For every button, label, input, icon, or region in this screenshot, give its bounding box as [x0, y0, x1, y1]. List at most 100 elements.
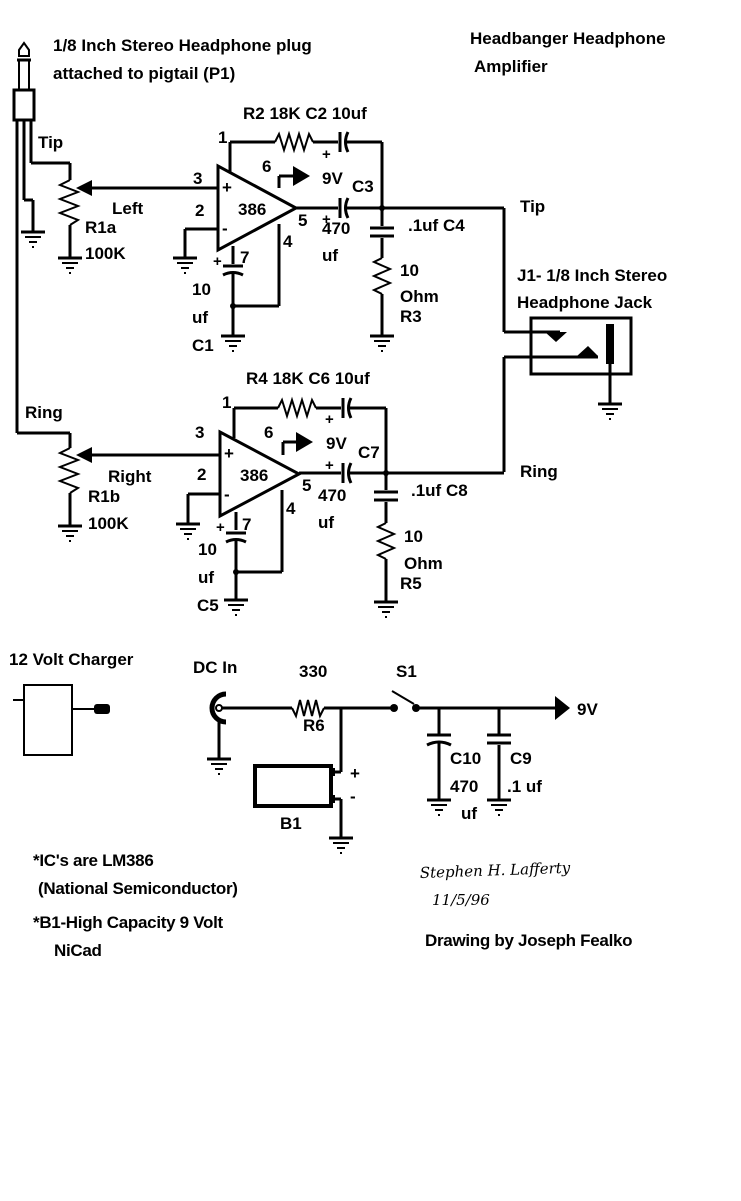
c4-label: .1uf C4	[408, 216, 465, 235]
tip-output-label: Tip	[520, 197, 545, 216]
c1-name: C1	[192, 336, 214, 355]
component-notes: *IC's are LM386 (National Semiconductor)…	[33, 851, 238, 960]
supply-left-label: 9V	[322, 169, 343, 188]
r5-unit: Ohm	[404, 554, 443, 573]
supply-out-label: 9V	[577, 700, 598, 719]
c5-unit: uf	[198, 568, 214, 587]
capacitor-c6-icon	[347, 397, 353, 419]
r6-value: 330	[299, 662, 327, 681]
note2-line1: *B1-High Capacity 9 Volt	[33, 913, 224, 932]
note1-line2: (National Semiconductor)	[38, 879, 238, 898]
battery-name: B1	[280, 814, 302, 833]
pin7-label: 7	[240, 248, 249, 267]
jack-sleeve-contact-icon	[606, 324, 614, 364]
ic-right-minus: -	[224, 485, 230, 504]
pin2-label: 2	[195, 201, 204, 220]
charger-label: 12 Volt Charger	[9, 650, 134, 669]
ring-wire-label: Ring	[25, 403, 63, 422]
battery-minus: -	[350, 787, 356, 806]
resistor-r3-icon	[371, 257, 393, 295]
c9-name: C9	[510, 749, 532, 768]
jack-label-line2: Headphone Jack	[517, 293, 653, 312]
signature-name: Stephen H. Lafferty	[420, 859, 572, 882]
r-pin6-label: 6	[264, 423, 273, 442]
r-pin4-label: 4	[286, 499, 296, 518]
c10-value: 470	[450, 777, 478, 796]
feedback-right-label: R4 18K C6 10uf	[246, 369, 370, 388]
ic-left-plus: +	[222, 178, 232, 197]
r6-name: R6	[303, 716, 325, 735]
c5-value: 10	[198, 540, 217, 559]
right-input-label: Right	[108, 467, 152, 486]
jack-ring-contact-icon	[577, 346, 598, 356]
c7-value: 470	[318, 486, 346, 505]
r5-name: R5	[400, 574, 422, 593]
c7-name: C7	[358, 443, 380, 462]
c5-plus: +	[216, 519, 225, 536]
r-pin3-label: 3	[195, 423, 204, 442]
capacitor-c7-icon	[347, 462, 353, 484]
supply-right-label: 9V	[326, 434, 347, 453]
headphone-plug-p1: 1/8 Inch Stereo Headphone plug attached …	[12, 36, 312, 433]
c9-value: .1 uf	[507, 777, 542, 796]
battery-b1-icon	[253, 764, 333, 808]
capacitor-c3-icon	[344, 197, 350, 219]
note2-line2: NiCad	[54, 941, 102, 960]
jack-label-line1: J1- 1/8 Inch Stereo	[517, 266, 667, 285]
signature-block: Stephen H. Lafferty 11/5/96 Drawing by J…	[420, 859, 633, 950]
jack-body-icon	[529, 316, 633, 376]
tip-wire-label: Tip	[38, 133, 63, 152]
lm386-right-icon	[218, 429, 303, 519]
ic-left-minus: -	[222, 219, 228, 238]
pin4-label: 4	[283, 232, 293, 251]
c10-unit: uf	[461, 804, 477, 823]
ic-left-label: 386	[238, 200, 266, 219]
r3-name: R3	[400, 307, 422, 326]
pin6-label: 6	[262, 157, 271, 176]
pin5-label: 5	[298, 211, 307, 230]
dc-jack-icon	[209, 691, 227, 725]
switch-name: S1	[396, 662, 417, 681]
c1-unit: uf	[192, 308, 208, 327]
pot-r1a-name: R1a	[85, 218, 117, 237]
left-channel-amplifier: Left R1a 100K 386 + - 3 2 1 6 5 4 7 R2 1…	[31, 104, 560, 355]
switch-s1-icon[interactable]	[391, 690, 415, 705]
signature-date: 11/5/96	[432, 891, 490, 909]
r-pin7-label: 7	[242, 515, 251, 534]
pot-r1b-name: R1b	[88, 487, 120, 506]
jack-tip-contact-icon	[545, 332, 567, 342]
resistor-r6-icon	[291, 699, 325, 719]
c5-name: C5	[197, 596, 219, 615]
left-input-label: Left	[112, 199, 144, 218]
capacitor-c2-icon	[344, 131, 350, 153]
charger-plug-icon	[94, 704, 110, 714]
r-pin2-label: 2	[197, 465, 206, 484]
c7-plus: +	[325, 457, 334, 474]
dc-in-label: DC In	[193, 658, 237, 677]
plug-tip-icon	[18, 41, 30, 57]
resistor-r2-icon	[274, 130, 314, 154]
capacitor-c5-icon	[225, 538, 247, 544]
power-supply-section: 12 Volt Charger DC In 330 R6 + - B1 S1	[9, 650, 598, 855]
ring-output-label: Ring	[520, 462, 558, 481]
c1-plus: +	[213, 253, 222, 270]
c10-name: C10	[450, 749, 481, 768]
supply-out-arrow-icon	[555, 696, 570, 720]
drawing-credit: Drawing by Joseph Fealko	[425, 931, 632, 950]
lm386-left-icon	[216, 163, 300, 253]
diagram-title: Headbanger Headphone Amplifier	[470, 29, 666, 76]
plug-sleeve-icon	[12, 88, 36, 122]
c8-label: .1uf C8	[411, 481, 468, 500]
feedback-left-label: R2 18K C2 10uf	[243, 104, 367, 123]
resistor-r4-icon	[277, 396, 317, 420]
r3-value: 10	[400, 261, 419, 280]
supply-arrow-right-icon	[296, 432, 313, 452]
battery-plus: +	[350, 764, 360, 783]
charger-icon	[23, 684, 73, 756]
capacitor-c1-icon	[222, 271, 244, 277]
wiper-arrow-right-icon	[76, 447, 92, 463]
c3-value: 470	[322, 219, 350, 238]
supply-arrow-left-icon	[293, 166, 310, 186]
plug-label-line1: 1/8 Inch Stereo Headphone plug	[53, 36, 312, 55]
